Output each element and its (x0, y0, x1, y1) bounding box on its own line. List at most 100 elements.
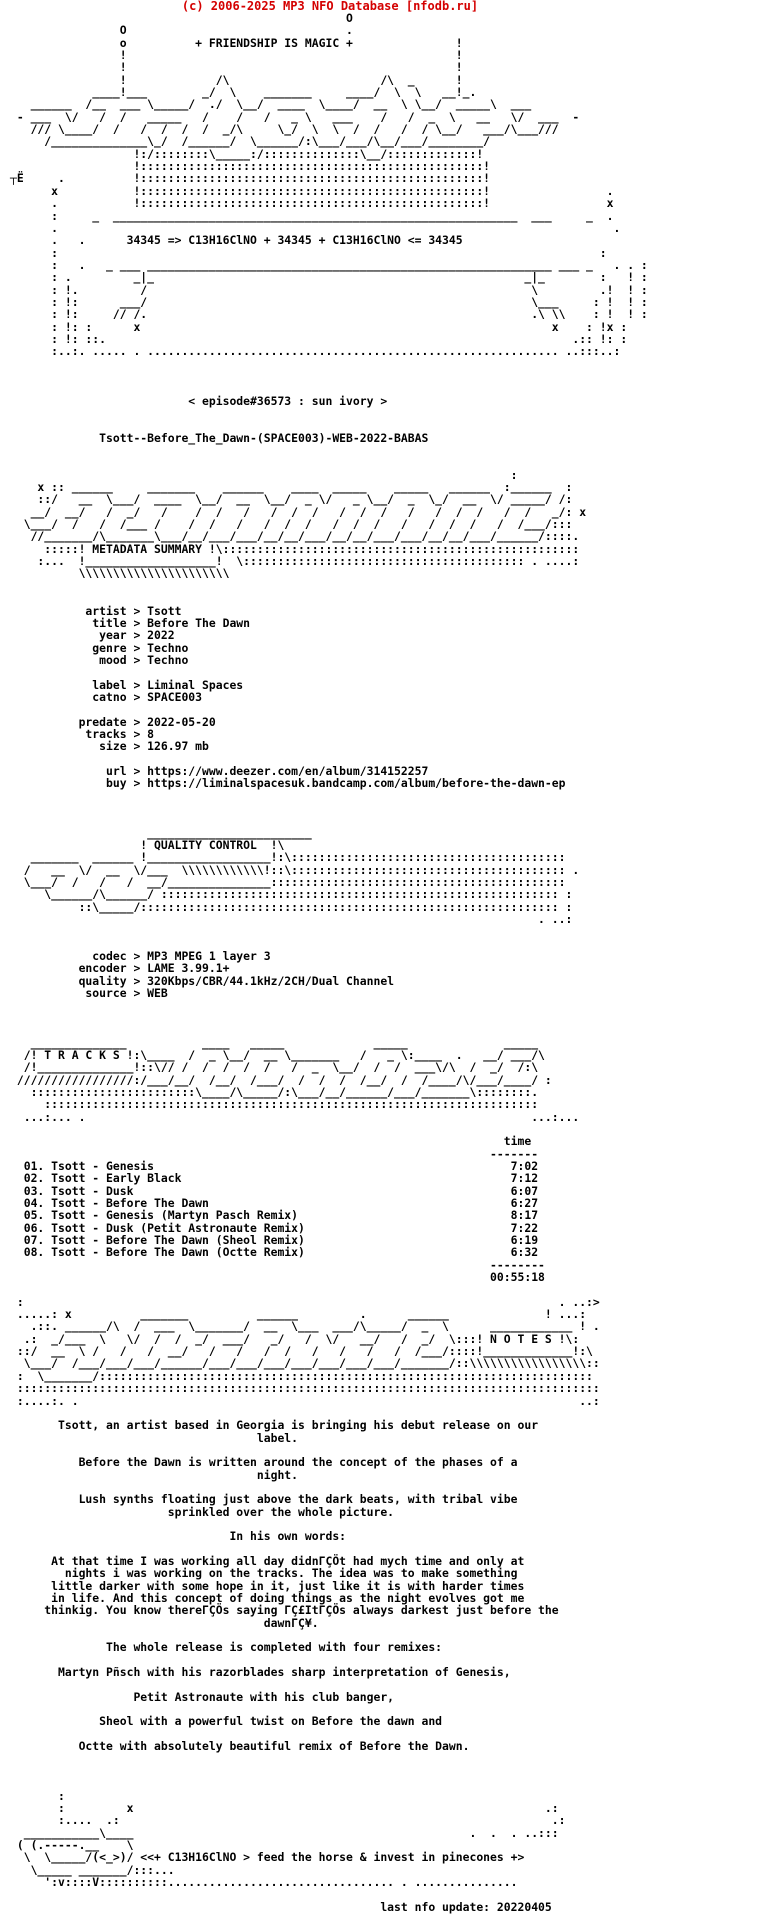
nfo-line: Octte with absolutely beautiful remix of… (10, 1739, 470, 1754)
nfo-line: ...:... . ...:... (10, 1109, 580, 1124)
nfo-line (10, 666, 768, 678)
nfo-line: ______________ ____ _____ _____ _____ (10, 1035, 539, 1050)
nfo-line: ::/ __ \___/ ____ \__/ __ \__/ _ \/ _ \_… (10, 492, 573, 507)
nfo-line (10, 419, 768, 431)
nfo-line: last nfo update: 20220405 (10, 1899, 552, 1914)
nfo-line: in life. And this concept of doing thing… (10, 1591, 525, 1605)
nfo-line: artist > Tsott (10, 603, 182, 618)
nfo-line (10, 1024, 768, 1036)
nfo-line: encoder > LAME 3.99.1+ (10, 961, 230, 976)
nfo-line: ::/ __ \ / / / __/ / / / / / / / / /___/… (10, 1344, 593, 1359)
nfo-line: 08. Tsott - Before The Dawn (Octte Remix… (10, 1245, 539, 1260)
nfo-line: ! ! (10, 48, 463, 63)
nfo-line: : !: : x x : !x : (10, 319, 628, 334)
nfo-line: Sheol with a powerful twist on Before th… (10, 1714, 443, 1729)
nfo-line: 06. Tsott - Dusk (Petit Astronaute Remix… (10, 1220, 539, 1235)
nfo-line: : !: ___/ \___ : ! ! : (10, 294, 648, 309)
nfo-line: genre > Techno (10, 640, 189, 655)
nfo-line: _______ ______ !__________________!:\:::… (10, 850, 566, 865)
nfo-line: !:::::::::::::::::::::::::::::::::::::::… (10, 159, 491, 174)
nfo-line (10, 1012, 768, 1024)
nfo-line: source > WEB (10, 986, 168, 1001)
nfo-line (10, 925, 768, 937)
nfo-line: catno > SPACE003 (10, 689, 203, 704)
nfo-line: 05. Tsott - Genesis (Martyn Pasch Remix)… (10, 1208, 539, 1223)
nfo-line: predate > 2022-05-20 (10, 714, 216, 729)
nfo-line: nights i was working on the tracks. The … (10, 1566, 518, 1581)
nfo-line: thinkig. You know thereΓÇÖs saying ΓÇ£It… (10, 1603, 559, 1618)
nfo-line (10, 444, 768, 456)
nfo-line: .::. ______/\ / ___ \_______/ __ \___ __… (10, 1319, 600, 1334)
nfo-line: O (10, 11, 353, 25)
nfo-line: \_____ _______/:::... (10, 1862, 175, 1877)
nfo-line: Petit Astronaute with his club banger, (10, 1689, 395, 1704)
nfo-line: \______/\______/ :::::::::::::::::::::::… (10, 887, 573, 902)
nfo-line: \\\\\\\\\\\\\\\\\\\\\\ (10, 566, 230, 581)
nfo-line: 01. Tsott - Genesis 7:02 (10, 1158, 539, 1173)
nfo-line: : !: ::. .:: !: : (10, 331, 628, 346)
nfo-line: x !:::::::::::::::::::::::::::::::::::::… (10, 183, 614, 198)
nfo-line: :.... .: .: (10, 1813, 566, 1828)
nfo-line: At that time I was working all day didnΓ… (10, 1553, 525, 1568)
nfo-line: : (10, 1788, 65, 1803)
nfo-line: url > https://www.deezer.com/en/album/31… (10, 763, 429, 778)
nfo-line: /______________\_/ /______/ \______/:\__… (10, 134, 491, 149)
nfo-line: ::::::::::::::::::::::::::::::::::::::::… (10, 1097, 539, 1112)
nfo-line: . ..: (10, 912, 573, 927)
nfo-line: < episode#36573 : sun ivory > (10, 393, 388, 408)
nfo-line: : !. / \ .! ! : (10, 282, 648, 297)
nfo-line (10, 580, 768, 592)
nfo-line: O . (10, 23, 353, 38)
nfo-line: size > 126.97 mb (10, 739, 209, 754)
nfo-line: !:/::::::::\_____:/::::::::::::::\__/:::… (10, 146, 484, 161)
nfo-line (10, 1765, 768, 1777)
nfo-line (10, 358, 768, 370)
nfo-line: : \_______/:::::::::::::::::::::::::::::… (10, 1368, 600, 1383)
nfo-line: label > Liminal Spaces (10, 677, 244, 692)
nfo-line: tracks > 8 (10, 726, 155, 741)
nfo-line: ! QUALITY CONTROL !\ (10, 838, 285, 853)
nfo-line: \___/ /___/___/___/______/___/___/___/__… (10, 1356, 600, 1371)
nfo-line: quality > 320Kbps/CBR/44.1kHz/2CH/Dual C… (10, 973, 395, 988)
nfo-line: year > 2022 (10, 628, 175, 643)
nfo-line: : . ..:> (10, 1294, 600, 1309)
nfo-line: In his own words: (10, 1529, 347, 1544)
nfo-line: \ \_____/(<_>)/ <<+ C13H16ClNO > feed th… (10, 1850, 525, 1865)
nfo-line (10, 456, 768, 468)
nfo-line (10, 370, 768, 382)
nfo-line: 02. Tsott - Early Black 7:12 (10, 1171, 539, 1186)
nfo-line: title > Before The Dawn (10, 615, 251, 630)
nfo-line (10, 382, 768, 394)
nfo-line: mood > Techno (10, 652, 189, 667)
nfo-line: 03. Tsott - Dusk 6:07 (10, 1183, 539, 1198)
nfo-line (10, 1678, 768, 1690)
nfo-line: ( (.-----.__ \ (10, 1837, 134, 1852)
nfo-line: buy > https://liminalspacesuk.bandcamp.c… (10, 776, 566, 791)
nfo-line: : _ ____________________________________… (10, 208, 614, 223)
nfo-line: x :: ______ _______ ______ ____ _____ __… (10, 480, 573, 495)
nfo-line: time (10, 1134, 532, 1149)
nfo-line (10, 814, 768, 826)
nfo-line: : !: // /. .\ \\ : ! ! : (10, 307, 648, 322)
nfo-line: Martyn Pñsch with his razorblades sharp … (10, 1665, 511, 1680)
nfo-line (10, 1777, 768, 1789)
nfo-line: ________________________ (10, 825, 312, 840)
nfo-line: night. (10, 1467, 299, 1482)
nfo-line: ___________\____ . . . ..::: (10, 1825, 559, 1840)
nfo-line: Before the Dawn is written around the co… (10, 1455, 518, 1470)
nfo-line: :..:. ..... . ..........................… (10, 344, 621, 359)
nfo-line (10, 592, 768, 604)
nfo-line: ::::::::::::::::::::::::\____/\_____/:\_… (10, 1084, 539, 1099)
nfo-line: 04. Tsott - Before The Dawn 6:27 (10, 1196, 539, 1210)
nfo-line: . !:::::::::::::::::::::::::::::::::::::… (10, 196, 614, 211)
nfo-line: Tsott, an artist based in Georgia is bri… (10, 1418, 539, 1433)
nfo-line: \___/ / / /___ / / / / / / / / / / / / /… (10, 517, 573, 532)
nfo-line: : x .: (10, 1800, 559, 1815)
nfo-line: ------- (10, 1146, 539, 1161)
nfo-line: ┬Ё . !::::::::::::::::::::::::::::::::::… (10, 171, 491, 186)
nfo-line: /!______________!::\// / / / / / / _ \__… (10, 1060, 539, 1075)
nfo-line: : (10, 467, 518, 482)
nfo-line: o + FRIENDSHIP IS MAGIC + ! (10, 35, 463, 50)
nfo-line: little darker with some hope in it, just… (10, 1578, 525, 1593)
